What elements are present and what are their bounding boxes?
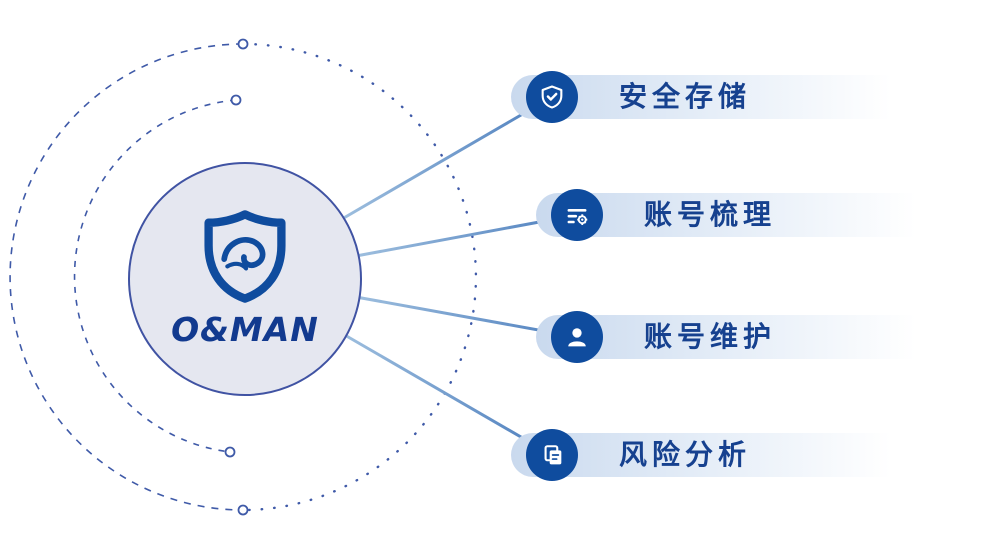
orbit-dot [237,38,249,50]
feature-row-secure-storage: 安全存储 [511,71,911,123]
feature-row-risk-analysis: 风险分析 [511,429,911,481]
logo-circle: O&MAN [128,162,362,396]
feature-label: 风险分析 [619,438,752,471]
brand-name: O&MAN [171,309,319,349]
feature-row-account-sorting: 账号梳理 [536,189,936,241]
orbit-dot [224,446,236,458]
account-list-gear-icon [551,189,603,241]
feature-row-account-maintenance: 账号维护 [536,311,936,363]
orbit-dot [230,94,242,106]
documents-icon [526,429,578,481]
feature-label: 账号梳理 [644,198,777,231]
feature-label: 安全存储 [619,80,752,113]
shield-check-icon [526,71,578,123]
feature-label: 账号维护 [644,320,777,353]
orbit-dot [237,504,249,516]
brand-shield-wave-icon [204,209,286,303]
user-icon [551,311,603,363]
